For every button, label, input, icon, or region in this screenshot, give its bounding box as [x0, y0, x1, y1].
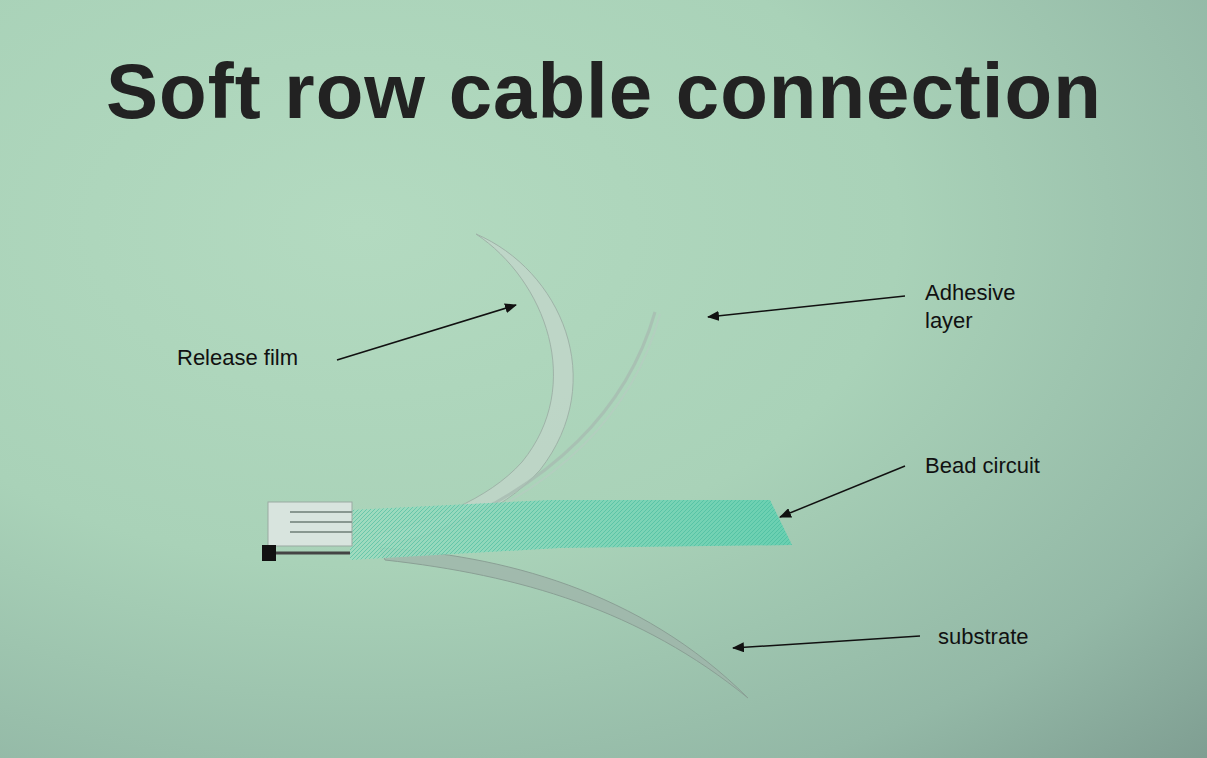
diagram-title: Soft row cable connection: [106, 52, 1102, 130]
part-label: substrate: [938, 623, 1029, 651]
part-label: Adhesive layer: [925, 279, 1045, 335]
part-label: Bead circuit: [925, 452, 1040, 480]
part-label: Release film: [177, 344, 298, 372]
